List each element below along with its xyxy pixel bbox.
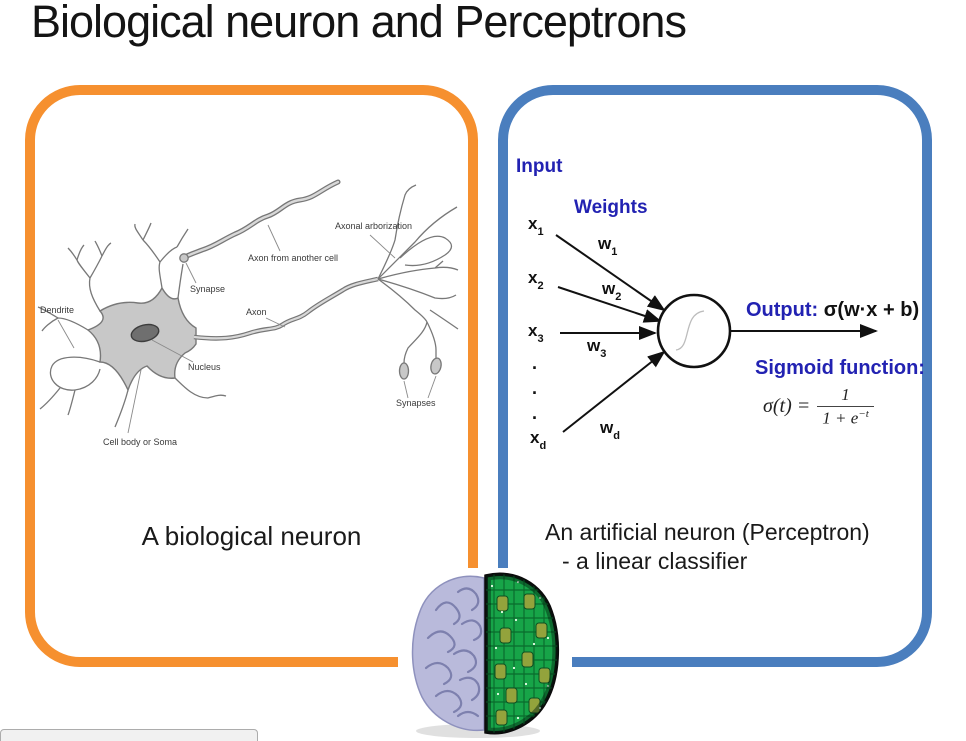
label-synapse: Synapse: [190, 284, 226, 294]
nucleus-shape: [130, 323, 160, 343]
output-formula: σ(w·x + b): [823, 299, 920, 321]
label-dendrite: Dendrite: [40, 305, 75, 315]
perceptron-caption-line1: An artificial neuron (Perceptron): [545, 519, 870, 545]
label-axonal-arborization: Axonal arborization: [335, 221, 413, 231]
weight-w3: w3: [587, 336, 607, 361]
ellipsis-dot: .: [532, 403, 538, 423]
label-axon-from-another-cell: Axon from another cell: [248, 253, 339, 263]
perceptron-caption-line2: - a linear classifier: [562, 548, 748, 575]
sigmoid-heading: Sigmoid function:: [755, 357, 925, 379]
sigmoid-curve: [675, 310, 705, 351]
perceptron-diagram: [555, 234, 878, 433]
sigmoid-numerator: 1: [841, 385, 850, 404]
sigmoid-denominator: 1 + e−t: [817, 406, 874, 429]
biological-neuron-caption: A biological neuron: [141, 521, 362, 551]
synapse-shape: [179, 253, 189, 263]
label-axon: Axon: [246, 307, 267, 317]
perceptron-caption: An artificial neuron (Perceptron) - a li…: [545, 518, 870, 577]
label-nucleus: Nucleus: [188, 362, 221, 372]
slide-title: Biological neuron and Perceptrons: [31, 0, 687, 47]
input-x1: x1: [528, 214, 544, 239]
biological-neuron-diagram: [37, 179, 459, 434]
brain-chip-image: [398, 568, 572, 741]
neuron-unit-circle: [656, 293, 732, 369]
weight-w2: w2: [602, 279, 622, 304]
input-x2: x2: [528, 268, 544, 293]
status-bar: [0, 729, 258, 741]
sigmoid-formula: σ(t) = 1 1 + e−t: [763, 385, 874, 429]
brain-left-hemisphere: [411, 575, 485, 732]
input-x3: x3: [528, 321, 544, 346]
terminal-synapse-shape: [430, 357, 442, 375]
weight-wd: wd: [600, 418, 620, 443]
terminal-synapse-shape: [398, 362, 410, 380]
ellipsis-dot: .: [532, 378, 538, 398]
weights-label: Weights: [574, 197, 648, 218]
input-label: Input: [516, 156, 563, 177]
sigmoid-fraction: 1 1 + e−t: [817, 385, 874, 429]
label-cell-body: Cell body or Soma: [103, 437, 178, 447]
label-synapses: Synapses: [396, 398, 436, 408]
output-label-line: Output: σ(w·x + b): [746, 299, 919, 322]
input-xd: xd: [530, 428, 547, 453]
weight-w1: w1: [598, 234, 618, 259]
ellipsis-dot: .: [532, 353, 538, 373]
sigmoid-lhs: σ(t) =: [763, 395, 811, 418]
output-label: Output:: [746, 299, 819, 321]
